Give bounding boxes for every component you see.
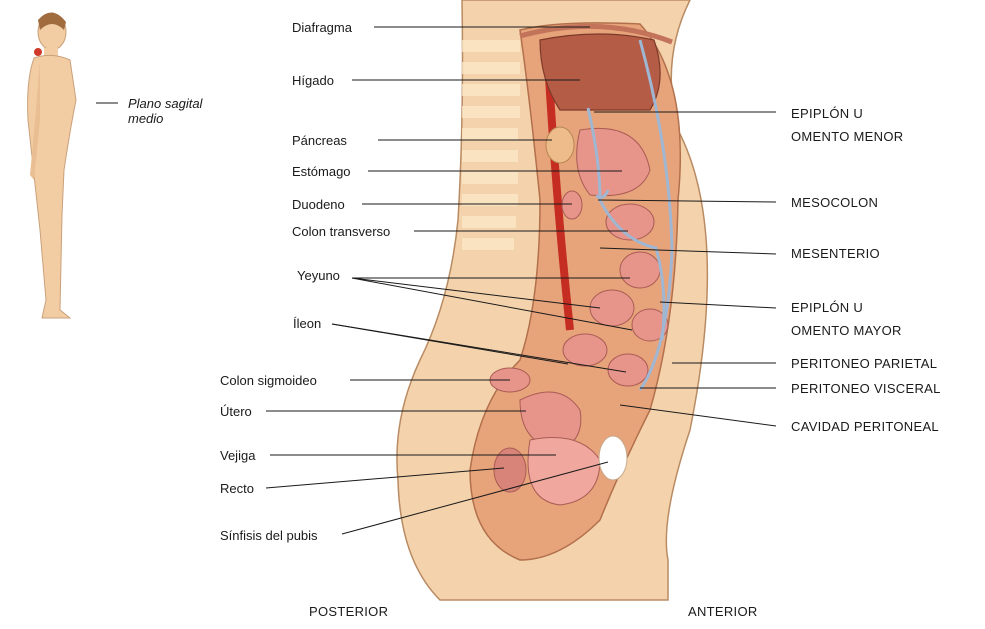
label-epiplon-menor-2: OMENTO MENOR [791,129,904,144]
aorta [544,59,574,331]
label-cavidad-peritoneal: CAVIDAD PERITONEAL [791,419,939,434]
leader-lines [96,26,777,535]
label-diafragma: Diafragma [292,20,352,35]
label-sinfisis: Sínfisis del pubis [220,528,318,543]
label-peritoneo-visceral: PERITONEO VISCERAL [791,381,941,396]
uterus [519,391,582,451]
label-colon-sigmoideo: Colon sigmoideo [220,373,317,388]
peritoneum [586,39,674,391]
label-pancreas: Páncreas [292,133,347,148]
label-duodeno: Duodeno [292,197,345,212]
label-estomago: Estómago [292,164,351,179]
label-utero: Útero [220,404,252,419]
label-epiplon-mayor-2: OMENTO MAYOR [791,323,902,338]
bladder [527,437,601,506]
pubic-symphysis [598,435,628,481]
label-epiplon-menor-1: EPIPLÓN U [791,106,864,121]
label-higado: Hígado [292,73,334,88]
plano-sagital-label: Plano sagital medio [128,96,203,126]
label-anterior: ANTERIOR [688,604,758,619]
label-recto: Recto [220,481,254,496]
label-mesocolon: MESOCOLON [791,195,879,210]
label-mesenterio: MESENTERIO [791,246,880,261]
label-yeyuno: Yeyuno [297,268,340,283]
label-peritoneo-parietal: PERITONEO PARIETAL [791,356,938,371]
pancreas [545,126,575,164]
label-vejiga: Vejiga [220,448,256,463]
duodenum [561,190,583,220]
small-intestine [562,251,669,387]
diaphragm [519,23,673,45]
label-ileon: Íleon [293,316,322,331]
label-epiplon-mayor-1: EPIPLÓN U [791,300,864,315]
body-figure-icon [27,12,77,319]
label-colon-transverso: Colon transverso [292,224,391,239]
liver [539,33,661,111]
vertebral-column [462,40,520,250]
rectum [493,447,527,493]
label-posterior: POSTERIOR [309,604,389,619]
